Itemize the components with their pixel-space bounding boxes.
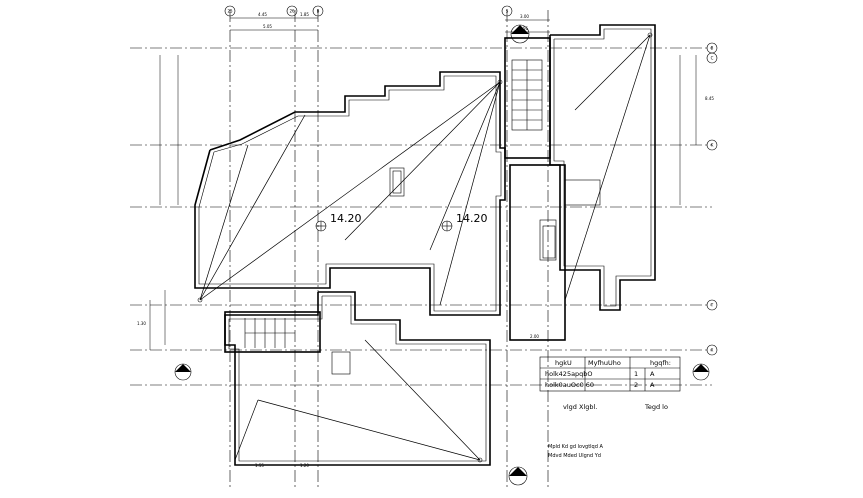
svg-text:25: 25 <box>227 9 233 14</box>
svg-text:T: T <box>710 303 714 308</box>
roof-outline-main <box>194 71 506 316</box>
dimension-labels: 4.45 1.85 3.00 5.05 4.56 8.45 2.00 1.30 … <box>137 12 714 468</box>
note-1: Mpld Kd gd lovgtlqd A <box>548 444 603 450</box>
legend-row-2-name: holk0auOc0 60 <box>545 381 594 389</box>
grid-bubble-25: 25 <box>224 5 236 17</box>
grid-bubble-26: 26 <box>286 5 298 17</box>
svg-text:B: B <box>317 9 320 14</box>
skylight-1-inner <box>392 170 402 194</box>
svg-text:3.00: 3.00 <box>520 14 529 19</box>
slope-annotations <box>197 32 653 463</box>
legend-row-1-name: holk425apqbO <box>545 370 593 378</box>
roof-outline-lower-inner <box>228 295 487 462</box>
grid-axes <box>130 10 712 490</box>
svg-text:X: X <box>711 348 714 353</box>
svg-text:1.30: 1.30 <box>137 321 146 326</box>
stair-core-upper <box>504 37 551 159</box>
svg-text:14.20: 14.20 <box>456 212 488 225</box>
svg-text:8.45: 8.45 <box>705 96 714 101</box>
svg-text:2.00: 2.00 <box>530 334 539 339</box>
link-block <box>509 164 601 341</box>
grid-bubble-right-k: K <box>706 139 718 151</box>
skylight-2 <box>542 225 556 259</box>
skylight-1 <box>389 167 405 197</box>
grid-bubble-right-x: X <box>706 344 718 356</box>
svg-text:26: 26 <box>289 9 295 14</box>
svg-text:4.56: 4.56 <box>519 26 528 31</box>
grid-bubble-top-b: B <box>312 5 324 17</box>
svg-text:5.05: 5.05 <box>263 24 272 29</box>
legend-header-2: MyfhuUho <box>588 359 621 367</box>
roof-outline-main-inner <box>198 75 502 312</box>
grid-bubble-top-s: S <box>501 5 513 17</box>
section-symbol-right <box>692 363 710 381</box>
svg-text:14.20: 14.20 <box>330 212 362 225</box>
section-symbol-left <box>174 363 192 381</box>
note-2: Mdvd Mded Ulgnd Yd <box>548 453 601 459</box>
top-dimension-chain <box>149 17 697 350</box>
legend-row-2-mark: A <box>650 381 655 389</box>
level-marker-2: 14.20 <box>441 212 488 232</box>
level-marker-1: 14.20 <box>315 212 362 232</box>
roof-outline-right-wing-inner <box>553 28 652 307</box>
legend-header-1: hgkU <box>555 359 572 367</box>
roof-outline-lower <box>224 291 491 466</box>
legend-footer-2: Tegd lo <box>644 403 668 411</box>
stair-core-lower <box>224 311 351 375</box>
svg-text:4.45: 4.45 <box>258 12 267 17</box>
legend-row-1-mark: A <box>650 370 655 378</box>
legend-table: hgkU MyfhuUho hgqfh: holk425apqbO 1 A ho… <box>539 356 681 411</box>
svg-text:C: C <box>711 56 714 61</box>
svg-text:S: S <box>506 9 509 14</box>
roof-slope-lines <box>199 34 651 461</box>
svg-text:K: K <box>711 143 714 148</box>
legend-footer-1: vlgd Xlgbl. <box>563 403 597 411</box>
legend-row-2-num: 2 <box>634 381 638 389</box>
section-symbol-top <box>510 24 530 44</box>
grid-bubble-right-b: B <box>706 42 718 54</box>
svg-text:B: B <box>711 46 714 51</box>
grid-bubble-right-c: C <box>706 52 718 64</box>
legend-header-3: hgqfh: <box>650 359 671 367</box>
grid-bubble-right-t: T <box>706 299 718 311</box>
legend-row-1-num: 1 <box>634 370 638 378</box>
section-symbol-bottom <box>508 466 528 486</box>
svg-text:1.85: 1.85 <box>300 12 309 17</box>
